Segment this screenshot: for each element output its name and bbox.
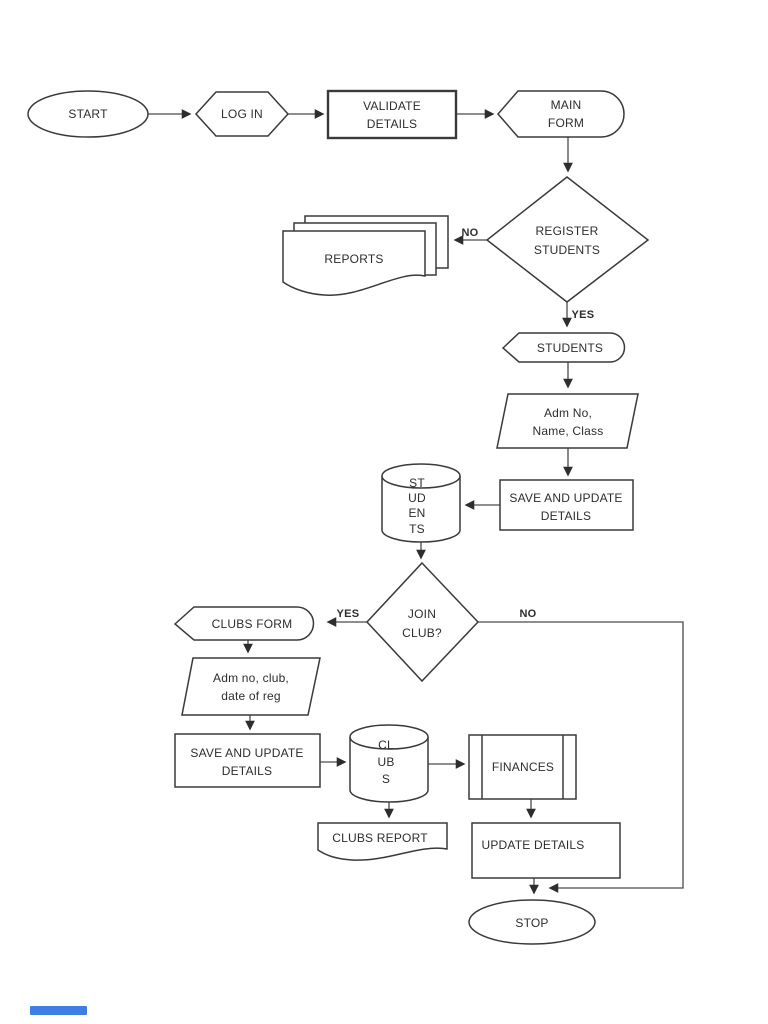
connectors (148, 109, 684, 895)
joinclub-label-line2: CLUB? (402, 626, 442, 640)
validate-label-line1: VALIDATE (363, 99, 421, 113)
node-clubs-report: CLUBS REPORT (317, 822, 448, 861)
club-inputs-parallelogram (181, 657, 321, 716)
club-inputs-line1: Adm no, club, (213, 671, 289, 685)
start-label: START (68, 107, 108, 121)
login-hexagon-shape (194, 91, 290, 137)
finances-subroutine-shape (468, 734, 577, 800)
node-main-form: MAIN FORM (497, 90, 625, 138)
node-register-students: REGISTER STUDENTS (485, 176, 650, 303)
node-update-details: UPDATE DETAILS (471, 822, 621, 879)
node-clubs-form: CLUBS FORM (173, 606, 315, 641)
studentsdb-line4: TS (409, 522, 425, 536)
join-no-label: NO (519, 608, 536, 620)
stop-terminator-shape (468, 899, 596, 945)
studentsdb-line3: EN (408, 506, 425, 520)
update-process-shape (471, 822, 621, 879)
node-start: START (27, 90, 149, 138)
clubsdb-cylinder-top (349, 724, 429, 750)
validate-label-line2: DETAILS (367, 117, 418, 131)
save1-process-shape (499, 479, 634, 531)
start-terminator-shape (27, 90, 149, 138)
save2-label-line2: DETAILS (222, 764, 273, 778)
validate-process-shape (326, 89, 458, 140)
save2-label-line1: SAVE AND UPDATE (190, 746, 303, 760)
update-label: UPDATE DETAILS (481, 838, 584, 852)
node-club-inputs: Adm no, club, date of reg (181, 657, 321, 716)
save1-label-line2: DETAILS (541, 509, 592, 523)
login-label: LOG IN (221, 107, 263, 121)
student-inputs-parallelogram (496, 393, 639, 449)
clubsdb-line3: S (382, 772, 390, 786)
clubsdb-line2: UB (377, 755, 394, 769)
node-students-form: STUDENTS (501, 332, 626, 363)
studentsdb-cylinder-top (381, 463, 461, 489)
studentsform-label: STUDENTS (537, 341, 603, 355)
save1-label-line1: SAVE AND UPDATE (509, 491, 622, 505)
node-student-inputs: Adm No, Name, Class (496, 393, 639, 449)
mainform-display-shape (497, 90, 625, 138)
reports-label: REPORTS (324, 252, 383, 266)
club-inputs-line2: date of reg (221, 689, 281, 703)
node-reports: REPORTS (282, 215, 449, 296)
joinclub-decision-shape (365, 561, 480, 683)
register-label-line2: STUDENTS (534, 243, 600, 257)
node-finances: FINANCES (468, 734, 577, 800)
node-join-club: JOIN CLUB? (365, 561, 480, 683)
node-save-update-1: SAVE AND UPDATE DETAILS (499, 479, 634, 531)
studentsdb-cylinder-body (381, 476, 461, 543)
scroll-thumb-horizontal[interactable] (30, 1006, 87, 1015)
studentsdb-line2: UD (408, 491, 426, 505)
studentsform-display-shape (501, 332, 626, 363)
clubsform-label: CLUBS FORM (212, 617, 293, 631)
clubsreport-document-shape (317, 822, 448, 861)
clubsdb-line1: CL (378, 738, 394, 752)
save2-process-shape (174, 733, 321, 788)
node-save-update-2: SAVE AND UPDATE DETAILS (174, 733, 321, 788)
node-students-db: ST UD EN TS (381, 463, 461, 543)
mainform-label-line1: MAIN (551, 98, 582, 112)
reports-document-shape (282, 230, 426, 296)
register-yes-label: YES (572, 309, 595, 321)
node-validate-details: VALIDATE DETAILS (326, 89, 458, 140)
joinclub-label-line1: JOIN (408, 607, 436, 621)
register-decision-shape (485, 176, 650, 303)
finances-label: FINANCES (492, 760, 554, 774)
register-label-line1: REGISTER (536, 224, 599, 238)
node-clubs-db: CL UB S (349, 724, 429, 803)
student-inputs-line1: Adm No, (544, 406, 592, 420)
stop-label: STOP (515, 916, 548, 930)
mainform-label-line2: FORM (548, 116, 584, 130)
register-no-label: NO (461, 227, 478, 239)
join-yes-label: YES (337, 608, 360, 620)
clubsdb-cylinder-body (349, 737, 429, 803)
studentsdb-line1: ST (409, 476, 425, 490)
student-inputs-line2: Name, Class (533, 424, 604, 438)
clubsform-display-shape (173, 606, 315, 641)
node-stop: STOP (468, 899, 596, 945)
edge-join-no-stop (478, 621, 684, 893)
clubsreport-label: CLUBS REPORT (332, 831, 428, 845)
node-log-in: LOG IN (194, 91, 290, 137)
